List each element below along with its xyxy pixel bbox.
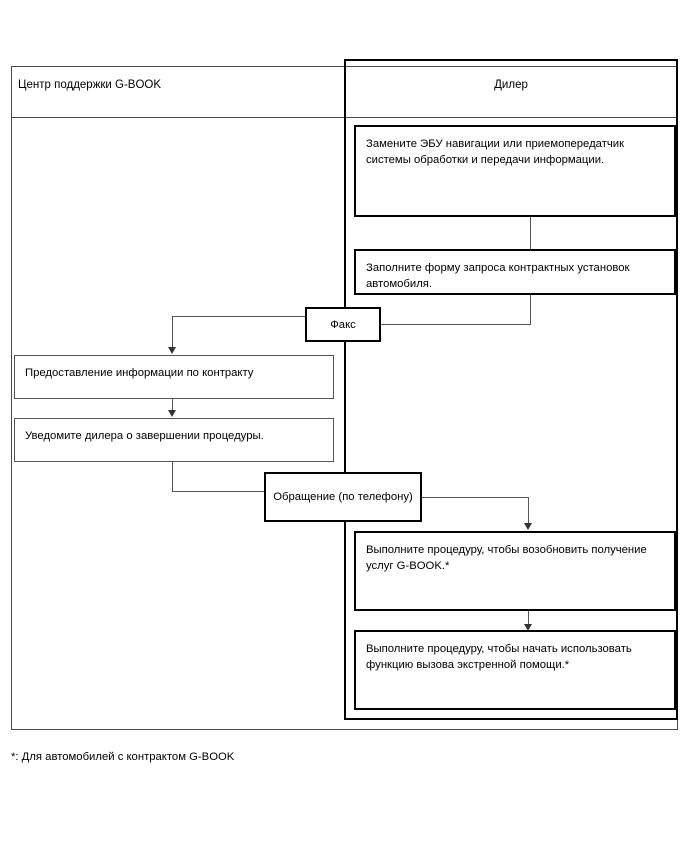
footnote-gbook-contract: *: Для автомобилей с контрактом G-BOOK bbox=[11, 751, 235, 763]
box-fill-request-form-label: Заполните форму запроса контрактных уста… bbox=[366, 262, 630, 290]
box-fax-label: Факс bbox=[330, 318, 356, 331]
arrowhead-to-notify-dealer bbox=[168, 410, 176, 417]
connector-notify-down bbox=[172, 462, 173, 491]
connector-ecu-to-form bbox=[530, 217, 531, 249]
box-inquiry-by-phone[interactable]: Обращение (по телефону) bbox=[264, 472, 422, 522]
arrowhead-to-contract-info bbox=[168, 347, 176, 354]
lane-title-dealer: Дилер bbox=[494, 79, 528, 91]
connector-inquiry-to-right bbox=[421, 497, 529, 498]
box-inquiry-by-phone-label: Обращение (по телефону) bbox=[273, 491, 413, 503]
connector-fax-down bbox=[172, 316, 173, 348]
connector-form-to-fax bbox=[380, 324, 531, 325]
connector-form-down bbox=[530, 295, 531, 324]
box-enable-emergency-call[interactable]: Выполните процедуру, чтобы начать исполь… bbox=[354, 630, 676, 710]
box-resume-gbook-services-label: Выполните процедуру, чтобы возобновить п… bbox=[366, 544, 647, 572]
connector-notify-to-inquiry bbox=[172, 491, 265, 492]
box-replace-ecu[interactable]: Замените ЭБУ навигации или приемопередат… bbox=[354, 125, 676, 217]
box-provide-contract-info[interactable]: Предоставление информации по контракту bbox=[14, 355, 334, 399]
connector-contract-to-notify bbox=[172, 399, 173, 411]
connector-fax-to-left bbox=[172, 316, 306, 317]
connector-resume-to-emergency bbox=[528, 611, 529, 625]
arrowhead-to-emergency-call bbox=[524, 624, 532, 631]
box-replace-ecu-label: Замените ЭБУ навигации или приемопередат… bbox=[366, 138, 625, 166]
arrowhead-to-resume-services bbox=[524, 523, 532, 530]
dealer-lane-divider bbox=[344, 59, 678, 720]
box-fax[interactable]: Факс bbox=[305, 307, 381, 342]
box-notify-dealer[interactable]: Уведомите дилера о завершении процедуры. bbox=[14, 418, 334, 462]
box-provide-contract-info-label: Предоставление информации по контракту bbox=[25, 367, 254, 379]
connector-inquiry-down bbox=[528, 497, 529, 524]
box-resume-gbook-services[interactable]: Выполните процедуру, чтобы возобновить п… bbox=[354, 531, 676, 611]
box-enable-emergency-call-label: Выполните процедуру, чтобы начать исполь… bbox=[366, 643, 632, 671]
lane-title-support-center: Центр поддержки G-BOOK bbox=[18, 79, 162, 91]
box-fill-request-form[interactable]: Заполните форму запроса контрактных уста… bbox=[354, 249, 676, 295]
box-notify-dealer-label: Уведомите дилера о завершении процедуры. bbox=[25, 430, 264, 442]
